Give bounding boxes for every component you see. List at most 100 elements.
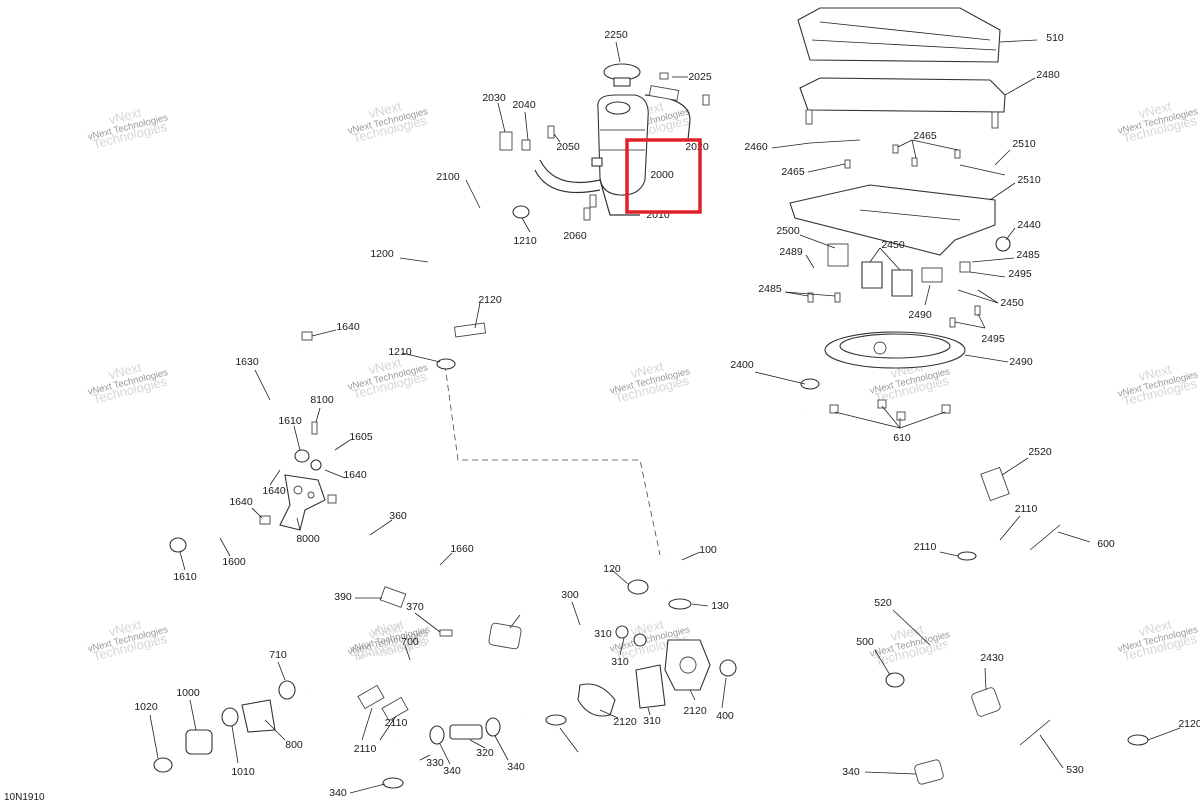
callout-2510: 2510 <box>1017 174 1041 186</box>
fan-shroud-shape <box>789 184 996 256</box>
callout-2110: 2110 <box>1015 503 1038 515</box>
callout-2489: 2489 <box>779 246 803 258</box>
callout-360: 360 <box>389 510 407 522</box>
callout-2460: 2460 <box>744 141 768 153</box>
callout-310: 310 <box>611 656 629 668</box>
callout-500: 500 <box>856 636 874 648</box>
callout-2400: 2400 <box>730 359 754 371</box>
callout-310: 310 <box>643 715 661 727</box>
cap-neck-shape <box>613 77 631 87</box>
callout-340: 340 <box>443 765 461 777</box>
callout-2250: 2250 <box>604 29 628 41</box>
callout-340: 340 <box>329 787 347 799</box>
callout-1640: 1640 <box>262 485 286 497</box>
callout-1200: 1200 <box>370 248 394 260</box>
callout-1020: 1020 <box>134 701 158 713</box>
callout-340: 340 <box>507 761 525 773</box>
callout-2110: 2110 <box>914 541 937 553</box>
callout-2110: 2110 <box>354 743 377 755</box>
callout-2030: 2030 <box>482 92 506 104</box>
callout-2490: 2490 <box>1009 356 1033 368</box>
callout-390: 390 <box>334 591 352 603</box>
callout-2110: 2110 <box>385 717 408 729</box>
callout-1660: 1660 <box>450 543 474 555</box>
callout-2100: 2100 <box>436 171 460 183</box>
callout-1000: 1000 <box>176 687 200 699</box>
callout-2510: 2510 <box>1012 138 1036 150</box>
callout-400: 400 <box>716 710 734 722</box>
valve-housing-shape <box>279 474 326 531</box>
callout-2120: 2120 <box>1178 718 1200 730</box>
callout-700: 700 <box>401 636 419 648</box>
callout-2450: 2450 <box>1000 297 1024 309</box>
radiator-core-shape <box>799 77 1006 113</box>
callout-8100: 8100 <box>310 394 334 406</box>
callout-300: 300 <box>561 589 579 601</box>
diagram-code: 10N1910 <box>4 792 45 803</box>
callout-1010: 1010 <box>231 766 255 778</box>
callout-2025: 2025 <box>688 71 712 83</box>
callout-2040: 2040 <box>512 99 536 111</box>
callout-1610: 1610 <box>173 571 197 583</box>
callout-320: 320 <box>476 747 494 759</box>
callout-2120: 2120 <box>478 294 502 306</box>
callout-2050: 2050 <box>556 141 580 153</box>
callout-2000: 2000 <box>650 169 674 181</box>
reservoir-group <box>499 63 710 221</box>
callout-310: 310 <box>594 628 612 640</box>
highlight-box <box>625 138 702 214</box>
callout-100: 100 <box>699 544 717 556</box>
callout-1640: 1640 <box>343 469 367 481</box>
callout-610: 610 <box>893 432 911 444</box>
callout-labels: 2250 2025 2030 2040 2050 2020 2000 2100 1210 2060… <box>134 29 1200 799</box>
callout-1630: 1630 <box>235 356 259 368</box>
callout-2465: 2465 <box>781 166 805 178</box>
callout-2440: 2440 <box>1017 219 1041 231</box>
callout-520: 520 <box>874 597 892 609</box>
callout-130: 130 <box>711 600 729 612</box>
callout-530: 530 <box>1066 764 1084 776</box>
callout-2485: 2485 <box>1016 249 1040 261</box>
callout-2450: 2450 <box>881 239 905 251</box>
radiator-group <box>789 7 1149 785</box>
leader-lines <box>149 39 1181 794</box>
callout-8000: 8000 <box>296 533 320 545</box>
water-pump-group <box>488 555 737 726</box>
callout-1605: 1605 <box>349 431 373 443</box>
callout-1640: 1640 <box>229 496 253 508</box>
reservoir-bracket-shape <box>539 159 640 216</box>
callout-330: 330 <box>426 757 444 769</box>
callout-2495: 2495 <box>981 333 1005 345</box>
callout-1210: 1210 <box>513 235 537 247</box>
callout-120: 120 <box>603 563 621 575</box>
callout-370: 370 <box>406 601 424 613</box>
left-hose-group <box>169 331 471 637</box>
radiator-cover-shape <box>797 7 1001 63</box>
callout-2480: 2480 <box>1036 69 1060 81</box>
callout-2430: 2430 <box>980 652 1004 664</box>
callout-2500: 2500 <box>776 225 800 237</box>
callout-2020: 2020 <box>685 141 709 153</box>
callout-800: 800 <box>285 739 303 751</box>
reservoir-top-shape <box>605 101 631 115</box>
callout-2520: 2520 <box>1028 446 1052 458</box>
callout-2495: 2495 <box>1008 268 1032 280</box>
callout-2490: 2490 <box>908 309 932 321</box>
callout-1610: 1610 <box>278 415 302 427</box>
callout-2120: 2120 <box>613 716 637 728</box>
reservoir-outlet-shape <box>591 157 603 167</box>
callout-1210: 1210 <box>388 346 412 358</box>
callout-1640: 1640 <box>336 321 360 333</box>
callout-2060: 2060 <box>563 230 587 242</box>
callout-2120: 2120 <box>683 705 707 717</box>
callout-600: 600 <box>1097 538 1115 550</box>
callout-1600: 1600 <box>222 556 246 568</box>
